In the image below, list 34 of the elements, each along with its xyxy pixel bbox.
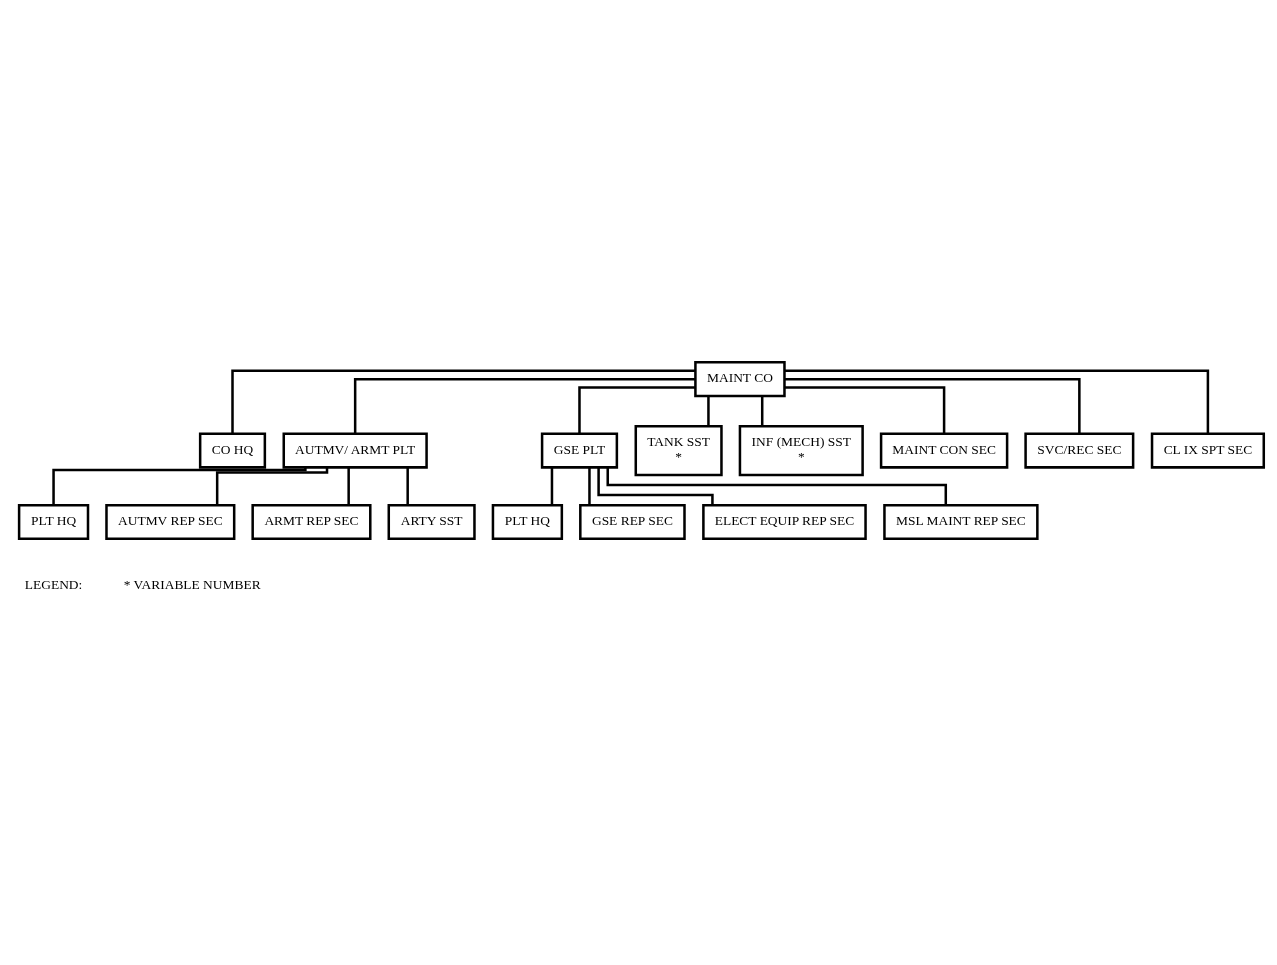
connector <box>215 467 329 505</box>
node-box: INF (MECH) SST * <box>738 424 864 477</box>
connector <box>406 467 409 505</box>
node-box: PLT HQ <box>17 503 90 541</box>
connector <box>588 467 591 505</box>
node-box: MAINT CO <box>694 361 786 398</box>
node-box: MAINT CON SEC <box>879 432 1009 469</box>
node-box: SVC/REC SEC <box>1024 432 1135 469</box>
node-box: ARMT REP SEC <box>251 503 372 541</box>
connector <box>597 467 714 506</box>
connector <box>760 396 764 427</box>
connector <box>707 396 710 427</box>
label: LEGEND: <box>24 577 83 593</box>
node-box: GSE PLT <box>540 432 619 469</box>
connector <box>784 377 1081 434</box>
node-box: MSL MAINT REP SEC <box>883 503 1039 541</box>
node-box: ARTY SST <box>387 503 476 541</box>
node-box: ELECT EQUIP REP SEC <box>702 503 867 541</box>
connector <box>52 467 307 505</box>
connector <box>578 386 696 434</box>
connector <box>784 369 1210 434</box>
connector <box>784 386 946 434</box>
connector <box>353 377 696 434</box>
node-box: PLT HQ <box>491 503 564 541</box>
node-box: AUTMV REP SEC <box>105 503 236 541</box>
connector <box>231 369 696 434</box>
label: * VARIABLE NUMBER <box>123 577 261 593</box>
connector <box>347 467 350 505</box>
node-box: CO HQ <box>198 432 267 469</box>
node-box: AUTMV/ ARMT PLT <box>282 432 428 469</box>
node-box: CL IX SPT SEC <box>1150 432 1266 469</box>
node-box: GSE REP SEC <box>579 503 686 541</box>
node-box: TANK SST * <box>634 424 723 477</box>
connector <box>550 467 554 505</box>
